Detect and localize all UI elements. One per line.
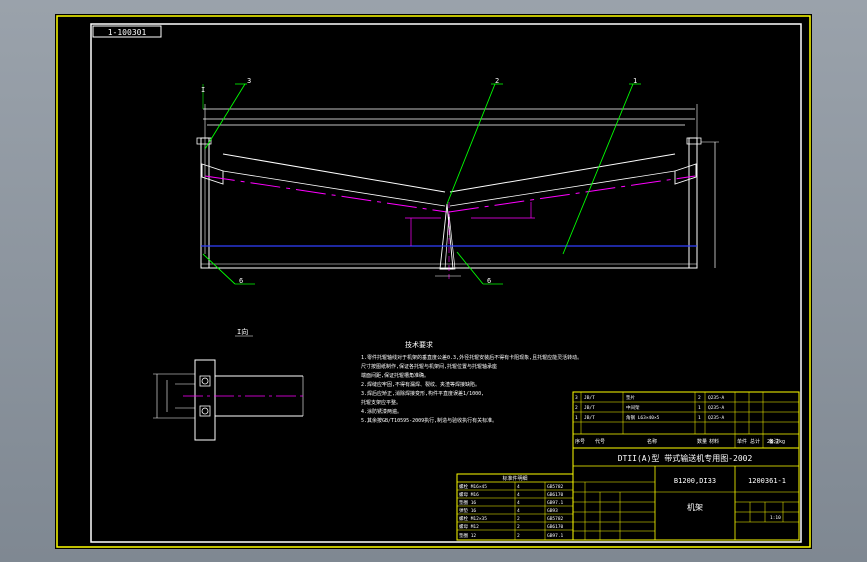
- table-cell: JB/T: [584, 395, 595, 401]
- table-cell: 2: [575, 405, 578, 411]
- table-cell: GB5782: [547, 484, 564, 490]
- table-cell: 螺栓 M16×45: [459, 483, 487, 490]
- tech-req-title: 技术要求: [405, 340, 433, 349]
- tech-req-line: 端面间距,保证托辊槽角准确。: [361, 372, 429, 379]
- code-box: [92, 25, 162, 38]
- table-cell: 2: [517, 533, 520, 539]
- balloon-1: 1: [633, 77, 637, 85]
- header-cell: 材料: [709, 438, 719, 445]
- table-cell: GB93: [547, 508, 558, 514]
- table-cell: 垫片: [626, 394, 635, 401]
- view-marker: I: [201, 86, 205, 94]
- table-cell: 4: [517, 492, 520, 498]
- table-cell: 4: [517, 500, 520, 506]
- tech-req-line: 托辊支架应平整。: [361, 399, 401, 406]
- standard-parts-title: 标准件明细: [502, 475, 527, 482]
- standard-parts-table: [456, 473, 574, 541]
- balloon-6b: 6: [487, 277, 491, 285]
- leader-lines: [202, 83, 641, 285]
- header-cell: 名称: [647, 438, 657, 445]
- table-cell: 1: [698, 415, 701, 421]
- detail-view: [153, 359, 305, 441]
- balloon-6a: 6: [239, 277, 243, 285]
- header-cell: 序号: [575, 438, 585, 445]
- table-cell: 3: [575, 395, 578, 401]
- drawing-sheet: 1-100301: [55, 14, 812, 549]
- cad-drawing: 1-100301: [56, 15, 811, 548]
- header-cell: 总计: [750, 438, 760, 445]
- spec-text: B1200,DI33: [674, 477, 716, 485]
- balloon-3: 3: [247, 77, 251, 85]
- tech-req-line: 4.涂防锈漆两遍。: [361, 408, 402, 415]
- table-cell: 垫圈 16: [459, 499, 476, 506]
- table-cell: 弹垫 16: [459, 507, 476, 514]
- title-block: [572, 391, 800, 541]
- main-title: DTII(A)型 带式输送机专用图-2002: [618, 453, 753, 463]
- parts-header: 序号 代号 名称 数量 材料 单件 总计 备注: [575, 438, 779, 445]
- table-cell: GB6170: [547, 524, 564, 530]
- table-cell: 螺母 M16: [459, 491, 479, 498]
- tech-req-line: 1.零件托辊轴线对于机架的垂直度公差0.3,外径托辊安装后不得有卡阻现象,且托辊…: [361, 354, 582, 361]
- header-cell: 备注: [769, 438, 779, 445]
- drawing-frame: [90, 23, 802, 543]
- tech-req-line: 3.焊后应矫正,消除焊接变形,构件平直度误差1/1000,: [361, 390, 484, 397]
- table-cell: 4: [517, 484, 520, 490]
- header-cell: 数量: [697, 438, 707, 445]
- parts-list: 3 JB/T 垫片 2 Q235-A 2 JB/T 中间架 1 Q235-A 1…: [575, 394, 725, 421]
- tech-req-line: 尺寸按图纸制作,保证各托辊与机架间,托辊位置与托辊轴承座: [361, 363, 497, 370]
- tech-req-line: 2.焊缝应牢固,不得有漏焊、裂纹、夹渣等焊接缺陷。: [361, 381, 480, 388]
- tech-req-lines: 1.零件托辊轴线对于机架的垂直度公差0.3,外径托辊安装后不得有卡阻现象,且托辊…: [361, 354, 582, 424]
- table-cell: JB/T: [584, 405, 595, 411]
- table-cell: GB5782: [547, 516, 564, 522]
- balloon-2: 2: [495, 77, 499, 85]
- table-cell: GB97.1: [547, 500, 564, 506]
- table-cell: 4: [517, 508, 520, 514]
- table-cell: 2: [517, 524, 520, 530]
- table-cell: JB/T: [584, 415, 595, 421]
- part-name: 机架: [687, 502, 703, 512]
- table-cell: 螺母 M12: [459, 523, 479, 530]
- sheet-border: [56, 15, 811, 548]
- header-cell: 单件: [737, 438, 747, 445]
- table-cell: 1: [575, 415, 578, 421]
- table-cell: Q235-A: [708, 395, 725, 401]
- scale-value: 1:10: [770, 515, 781, 521]
- table-cell: GB6170: [547, 492, 564, 498]
- front-view: [196, 104, 719, 279]
- table-cell: 垫圈 12: [459, 532, 476, 539]
- table-cell: 中间架: [626, 404, 640, 411]
- detail-label: I向: [237, 327, 248, 336]
- weight-value: 28.2kg: [767, 439, 785, 445]
- table-cell: 1: [698, 405, 701, 411]
- table-cell: 角钢 L63×40×5: [626, 414, 660, 421]
- table-cell: 2: [517, 516, 520, 522]
- drawing-number: 1200361-1: [748, 477, 786, 485]
- table-cell: Q235-A: [708, 405, 725, 411]
- header-cell: 代号: [595, 438, 605, 445]
- table-cell: GB97.1: [547, 533, 564, 539]
- table-cell: 2: [698, 395, 701, 401]
- tech-req-line: 5.其余按GB/T10595-2009执行,制造与验收执行有关标准。: [361, 417, 497, 424]
- standard-parts-rows: 螺栓 M16×45 4 GB5782 螺母 M16 4 GB6170 垫圈 16…: [459, 483, 564, 539]
- table-cell: 螺栓 M12×35: [459, 515, 487, 522]
- table-cell: Q235-A: [708, 415, 725, 421]
- code-box-text: 1-100301: [108, 28, 147, 37]
